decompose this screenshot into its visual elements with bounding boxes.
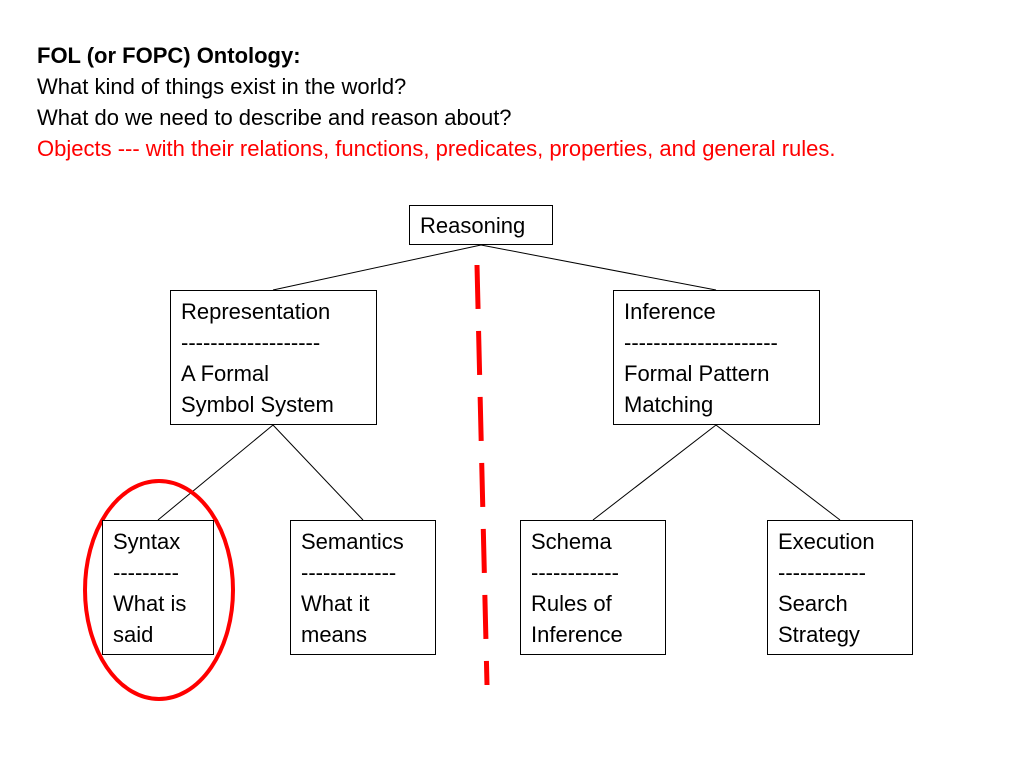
node-syntax-line2: said [113, 622, 154, 647]
node-schema-divider: ------------ [531, 560, 619, 585]
node-inference-title: Inference [624, 299, 716, 324]
node-execution: Execution ------------ Search Strategy [767, 520, 913, 655]
node-inference-divider: --------------------- [624, 330, 778, 355]
node-representation-line1: A Formal [181, 361, 270, 386]
question-describe-reason: What do we need to describe and reason a… [37, 105, 512, 130]
node-representation-line2: Symbol System [181, 392, 334, 417]
highlight-circle-syntax [83, 479, 235, 701]
node-inference-line1: Formal Pattern [624, 361, 770, 386]
node-schema-title: Schema [531, 529, 612, 554]
question-things-exist: What kind of things exist in the world? [37, 74, 407, 99]
node-semantics-line2: means [301, 622, 368, 647]
node-representation-divider: ------------------- [181, 330, 321, 355]
edge-representation-syntax [157, 424, 274, 521]
edge-reasoning-inference [480, 244, 717, 291]
edge-reasoning-representation [272, 244, 482, 291]
node-execution-divider: ------------ [778, 560, 866, 585]
node-execution-line1: Search [778, 591, 848, 616]
divider-dashed-red [474, 264, 490, 686]
node-syntax-divider: --------- [113, 560, 179, 585]
node-syntax: Syntax --------- What is said [102, 520, 214, 655]
node-reasoning: Reasoning [409, 205, 553, 245]
node-syntax-title: Syntax [113, 529, 181, 554]
edge-inference-execution [715, 424, 841, 521]
node-schema: Schema ------------ Rules of Inference [520, 520, 666, 655]
node-representation: Representation ------------------- A For… [170, 290, 377, 425]
edge-inference-schema [592, 424, 717, 521]
node-inference-line2: Matching [624, 392, 714, 417]
node-semantics-line1: What it [301, 591, 370, 616]
node-schema-line2: Inference [531, 622, 623, 647]
node-semantics-divider: ------------- [301, 560, 397, 585]
node-inference: Inference --------------------- Formal P… [613, 290, 820, 425]
node-execution-title: Execution [778, 529, 875, 554]
node-syntax-line1: What is [113, 591, 187, 616]
node-schema-line1: Rules of [531, 591, 612, 616]
node-execution-line2: Strategy [778, 622, 860, 647]
node-semantics-title: Semantics [301, 529, 404, 554]
node-reasoning-label: Reasoning [420, 213, 526, 238]
slide-header: FOL (or FOPC) Ontology: What kind of thi… [37, 40, 836, 164]
node-semantics: Semantics ------------- What it means [290, 520, 436, 655]
slide-title: FOL (or FOPC) Ontology: [37, 43, 301, 68]
answer-objects: Objects --- with their relations, functi… [37, 136, 836, 161]
node-representation-title: Representation [181, 299, 331, 324]
edge-representation-semantics [272, 424, 364, 521]
